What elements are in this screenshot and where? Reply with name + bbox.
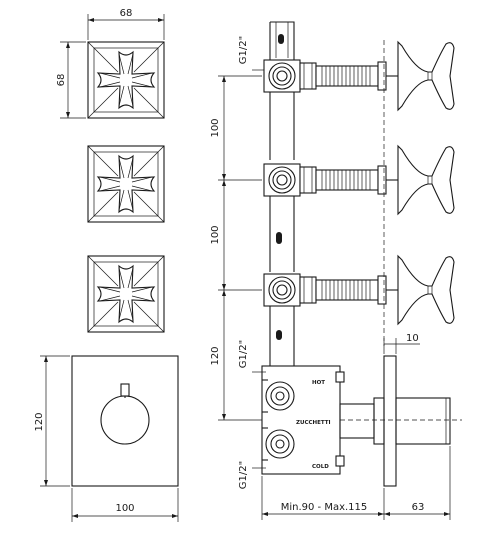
plate-thickness-label: 10 [406,333,419,344]
depth-dimensions: Min.90 - Max.115 63 [261,446,451,520]
width-dimension-68: 68 [87,8,165,40]
plate-width-dimension: 100 [71,488,179,522]
plate-height-label: 120 [34,412,45,431]
brand-label: ZUCCHETTI [296,420,331,426]
plate-width-label: 100 [115,503,134,514]
cold-label: COLD [312,464,329,470]
hot-label: HOT [312,380,325,386]
valve-body-rail [269,21,295,366]
thread-label-middle: G1/2" [238,340,249,368]
spacing-middle-label: 100 [210,225,221,244]
valve-stack-2 [263,145,455,215]
mixer-cartridge-side [339,355,462,487]
cross-handle-front-view-3 [87,255,165,333]
cross-handle-front-view-1 [87,41,165,119]
cover-plate-front-view [71,355,179,487]
plate-thickness-dimension: 10 [383,333,420,354]
spacing-dimensions: 100 100 120 [210,75,262,421]
height-dimension-68: 68 [56,41,86,119]
handle-depth-label: 63 [412,502,425,513]
depth-range-label: Min.90 - Max.115 [281,502,368,513]
cross-handle-front-view-2 [87,145,165,223]
valve-stack-1 [263,41,455,111]
thread-label-bottom: G1/2" [238,461,249,489]
spacing-bottom-label: 120 [210,346,221,365]
spacing-top-label: 100 [210,118,221,137]
height-dimension-label: 68 [56,74,67,87]
thread-label-top: G1/2" [238,36,249,64]
mixer-body: HOT ZUCCHETTI COLD [261,365,345,475]
valve-stack-3 [263,255,455,325]
plate-height-dimension: 120 [34,355,70,487]
width-dimension-label: 68 [120,8,133,19]
